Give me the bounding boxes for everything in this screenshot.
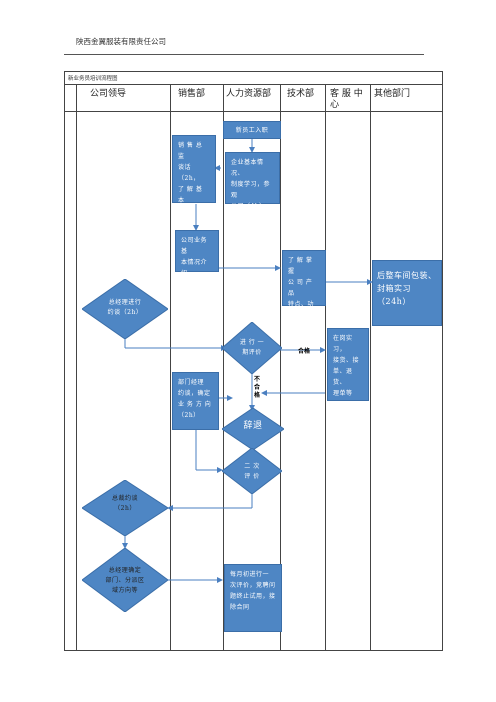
column-divider	[223, 84, 224, 651]
header-divider	[64, 54, 424, 55]
company-name: 陕西金翼服装有限责任公司	[76, 37, 166, 46]
decision-gm-talk-label: 总经理进行 约谈（2h）	[107, 299, 143, 316]
decision-gm-assign-label: 总经理确定 部门、分派区 域方向等	[105, 567, 145, 594]
node-company-rules: 企业基本情况、 制度学习，参观 公司（4h）	[225, 152, 280, 210]
column-header-customer-service: 客 服 中 心	[330, 89, 363, 110]
decision-first-evaluation-label: 进 行 一 期评价	[239, 339, 265, 356]
node-monthly-evaluation: 每月初进行一 次评价，竞聘问 题终止试用，接 除合同	[224, 564, 282, 632]
label-fail: 不 合 格	[254, 376, 261, 399]
column-header-other: 其他部门	[374, 89, 411, 99]
column-header-hr: 人力资源部	[226, 89, 272, 99]
flowchart-title: 新业务员培训流程图	[68, 76, 118, 82]
header-row-divider	[64, 111, 443, 112]
column-header-leadership: 公司领导	[90, 89, 127, 99]
decision-second-evaluation-label: 二 次 评 价	[244, 463, 260, 480]
column-header-tech: 技术部	[287, 89, 315, 99]
title-row-divider	[64, 84, 443, 85]
label-pass: 合格	[298, 348, 311, 355]
node-business-intro: 公司业务基 本情况介绍 了解（8h）	[175, 230, 219, 288]
node-customer-service-practice: 在岗实习， 接货、接 单、退货、 理单等(16 天)	[327, 328, 369, 419]
node-sales-director-talk: 销 售 总 监 谈话（2h， 了 解 基 本 情况）	[172, 135, 216, 215]
node-product-study: 了 解 掌 握 公 司 产 品 特点、功能 （8h）	[282, 250, 326, 330]
column-divider	[170, 84, 171, 651]
decision-ceo-talk	[82, 480, 168, 536]
decision-resign-label: 辞退	[243, 421, 263, 431]
column-header-sales: 销售部	[178, 89, 206, 99]
decision-gm-assign	[82, 548, 168, 612]
column-divider	[280, 84, 281, 651]
decision-first-evaluation	[222, 322, 282, 374]
node-workshop-practice: 后整车间包装、 封箱实习（24h）	[372, 260, 442, 326]
decision-gm-talk	[82, 279, 168, 339]
decision-ceo-talk-label: 总裁约谈 （2h）	[111, 495, 138, 512]
node-new-employee: 新员工入职	[223, 121, 281, 139]
column-divider	[76, 84, 77, 651]
node-dept-manager-talk: 部门经理 约谈，确定 业 务 方 向 （2h）	[172, 372, 219, 430]
decision-resign	[222, 408, 284, 450]
decision-second-evaluation	[222, 448, 282, 494]
column-divider	[325, 84, 326, 651]
column-divider	[370, 84, 371, 651]
flowchart-frame	[64, 71, 443, 651]
